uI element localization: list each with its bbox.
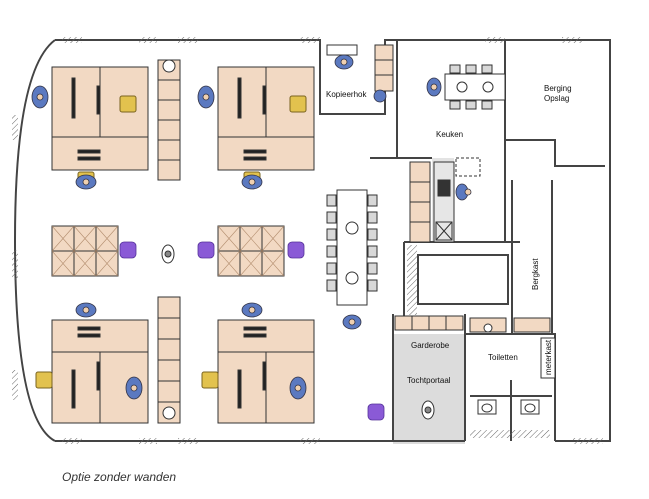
- walking-figures: [161, 244, 435, 420]
- kitchen-table: [444, 64, 506, 110]
- label-opslag: Opslag: [544, 94, 569, 103]
- copy-room-cabinets: [326, 44, 394, 92]
- meeting-table: [326, 189, 378, 306]
- label-tochtportaal: Tochtportaal: [407, 376, 451, 385]
- plan-caption: Optie zonder wanden: [62, 470, 177, 484]
- label-berging: Berging: [544, 84, 572, 93]
- toilets: [477, 323, 540, 415]
- label-toiletten: Toiletten: [488, 353, 518, 362]
- cabinet-row-top: [157, 59, 181, 181]
- cabinet-row-bottom: [157, 296, 181, 424]
- kitchen-counter: [409, 157, 481, 243]
- meterkast-box: [540, 337, 556, 379]
- desk-cluster-middle-right: [217, 225, 285, 277]
- desk-island-bottom-right: [217, 319, 315, 424]
- label-kopieerhok: Kopieerhok: [326, 90, 367, 99]
- desk-island-top-left: [51, 66, 149, 171]
- garderobe-rack: [394, 315, 551, 333]
- label-meterkast: meterkast: [544, 339, 553, 375]
- desk-island-top-right: [217, 66, 315, 171]
- round-items: [162, 59, 176, 420]
- label-keuken: Keuken: [436, 130, 463, 139]
- tochtportaal-floor: [393, 334, 465, 444]
- desk-cluster-middle-left: [51, 225, 119, 277]
- plants: [119, 241, 385, 421]
- desk-island-bottom-left: [51, 319, 149, 424]
- people: [31, 54, 472, 400]
- label-bergkast: Bergkast: [531, 258, 540, 290]
- label-garderobe: Garderobe: [411, 341, 450, 350]
